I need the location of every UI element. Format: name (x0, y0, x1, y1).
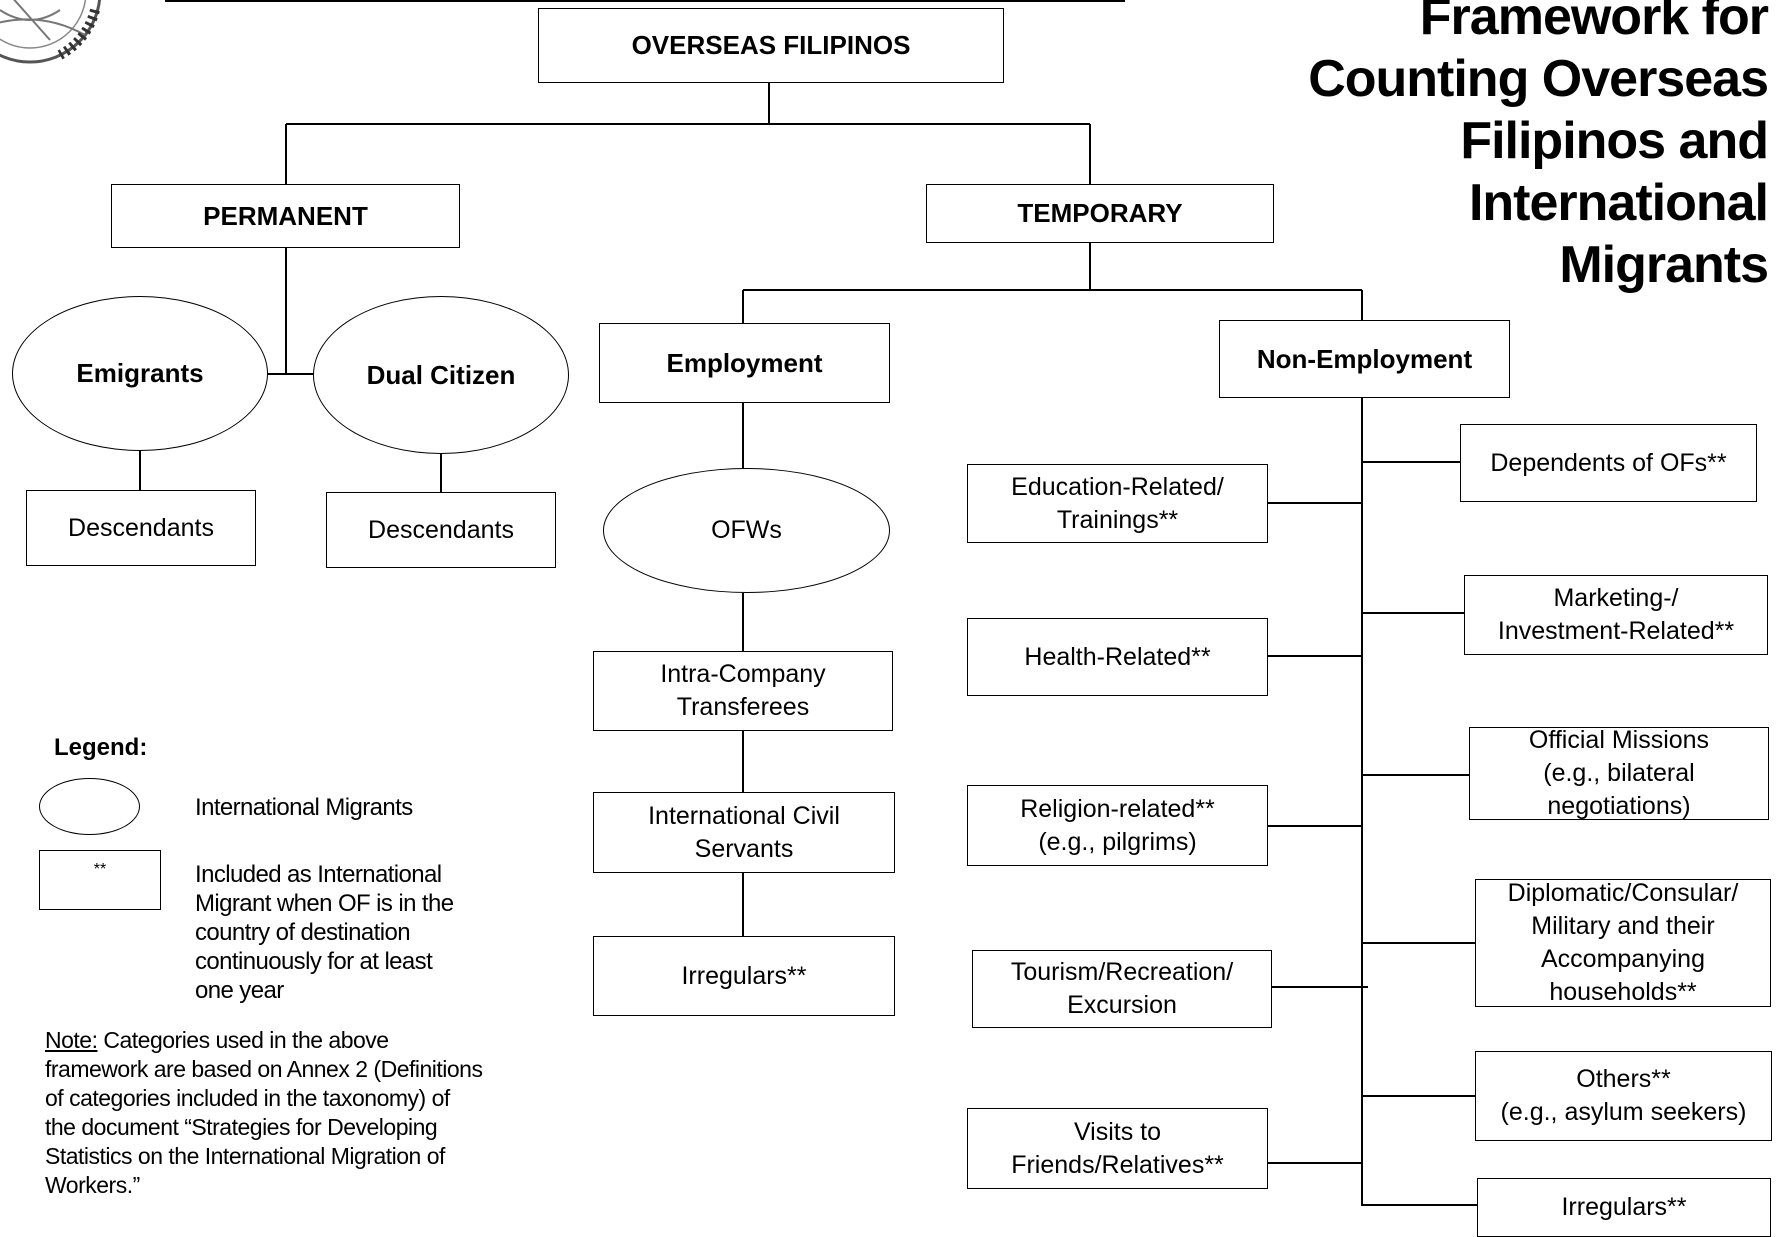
others-box: Others** (e.g., asylum seekers) (1475, 1051, 1772, 1141)
legend-box-label: Included as International Migrant when O… (195, 861, 454, 1004)
logo (0, 0, 102, 64)
tourism-recreation-box: Tourism/Recreation/ Excursion (972, 950, 1272, 1028)
dual-citizen-ellipse: Dual Citizen (313, 296, 569, 454)
permanent-box: PERMANENT (111, 184, 460, 248)
emigrants-ellipse: Emigrants (12, 296, 268, 451)
legend-ellipse-label: International Migrants (195, 794, 413, 821)
diplomatic-consular-box: Diplomatic/Consular/ Military and their … (1475, 879, 1771, 1007)
page-title: Framework for Counting Overseas Filipino… (1308, 0, 1769, 294)
note-text: Categories used in the above framework a… (45, 1027, 483, 1198)
visits-friends-relatives-box: Visits to Friends/Relatives** (967, 1108, 1268, 1189)
legend-box-symbol: ** (39, 850, 161, 910)
education-related-box: Education-Related/ Trainings** (967, 464, 1268, 543)
health-related-box: Health-Related** (967, 618, 1268, 696)
note-prefix: Note: (45, 1027, 98, 1053)
international-civil-servants-box: International Civil Servants (593, 792, 895, 873)
marketing-investment-box: Marketing-/ Investment-Related** (1464, 575, 1768, 655)
non-employment-box: Non-Employment (1219, 320, 1510, 398)
official-missions-box: Official Missions (e.g., bilateral negot… (1469, 726, 1769, 820)
employment-box: Employment (599, 323, 890, 403)
descendants-box-emigrants: Descendants (26, 490, 256, 566)
dependents-of-ofs-box: Dependents of OFs** (1460, 424, 1757, 502)
overseas-filipinos-box: OVERSEAS FILIPINOS (538, 8, 1004, 83)
religion-related-box: Religion-related** (e.g., pilgrims) (967, 785, 1268, 866)
footnote: Note: Categories used in the above frame… (45, 1026, 485, 1200)
irregulars-employment-box: Irregulars** (593, 936, 895, 1016)
ofws-ellipse: OFWs (603, 468, 890, 593)
legend-title: Legend: (54, 734, 148, 761)
descendants-box-dual-citizen: Descendants (326, 492, 556, 568)
irregulars-nonemployment-box: Irregulars** (1477, 1178, 1771, 1237)
legend-ellipse-symbol (39, 778, 140, 835)
intra-company-transferees-box: Intra-Company Transferees (593, 651, 893, 731)
temporary-box: TEMPORARY (926, 184, 1274, 243)
